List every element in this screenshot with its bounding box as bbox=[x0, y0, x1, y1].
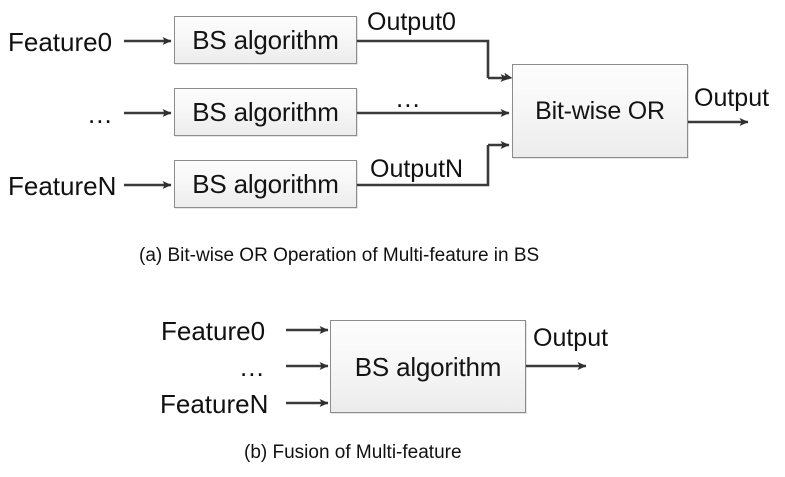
panel-a-bs-block-0-label: BS algorithm bbox=[192, 25, 339, 55]
panel-a-bs-block-0[interactable]: BS algorithm bbox=[174, 16, 357, 64]
panel-a-bs-block-2-label: BS algorithm bbox=[192, 169, 339, 199]
panel-b-input-label-2: FeatureN bbox=[160, 389, 269, 419]
panel-b-bs-block-label: BS algorithm bbox=[354, 351, 502, 382]
panel-b-bs-block[interactable]: BS algorithm bbox=[330, 320, 526, 413]
panel-a-bitwise-or-label: Bit-wise OR bbox=[535, 96, 665, 125]
panel-a-bs-block-2[interactable]: BS algorithm bbox=[174, 160, 357, 208]
panel-a-output-label: Output bbox=[694, 84, 770, 112]
panel-b-caption: (b) Fusion of Multi-feature bbox=[244, 442, 462, 463]
panel-a-bs-block-1-label: BS algorithm bbox=[192, 97, 339, 127]
panel-a-caption: (a) Bit-wise OR Operation of Multi-featu… bbox=[139, 245, 540, 266]
panel-b-output-label: Output bbox=[533, 324, 609, 352]
panel-a-intermediate-label-2: OutputN bbox=[370, 155, 464, 183]
wire-output0 bbox=[357, 39, 490, 78]
panel-a-intermediate-label-1: ... bbox=[396, 83, 421, 113]
panel-b-input-label-1: ... bbox=[240, 352, 265, 382]
panel-b-input-label-0: Feature0 bbox=[161, 316, 266, 346]
panel-a-input-label-2: FeatureN bbox=[8, 171, 117, 201]
panel-a-bs-block-1[interactable]: BS algorithm bbox=[174, 88, 357, 136]
wire-output0-arrow bbox=[503, 72, 513, 81]
panel-a-intermediate-label-0: Output0 bbox=[367, 8, 456, 36]
panel-a-bitwise-or-block[interactable]: Bit-wise OR bbox=[512, 64, 688, 158]
panel-a-input-label-0: Feature0 bbox=[8, 27, 113, 57]
panel-a-input-label-1: ... bbox=[88, 99, 113, 129]
